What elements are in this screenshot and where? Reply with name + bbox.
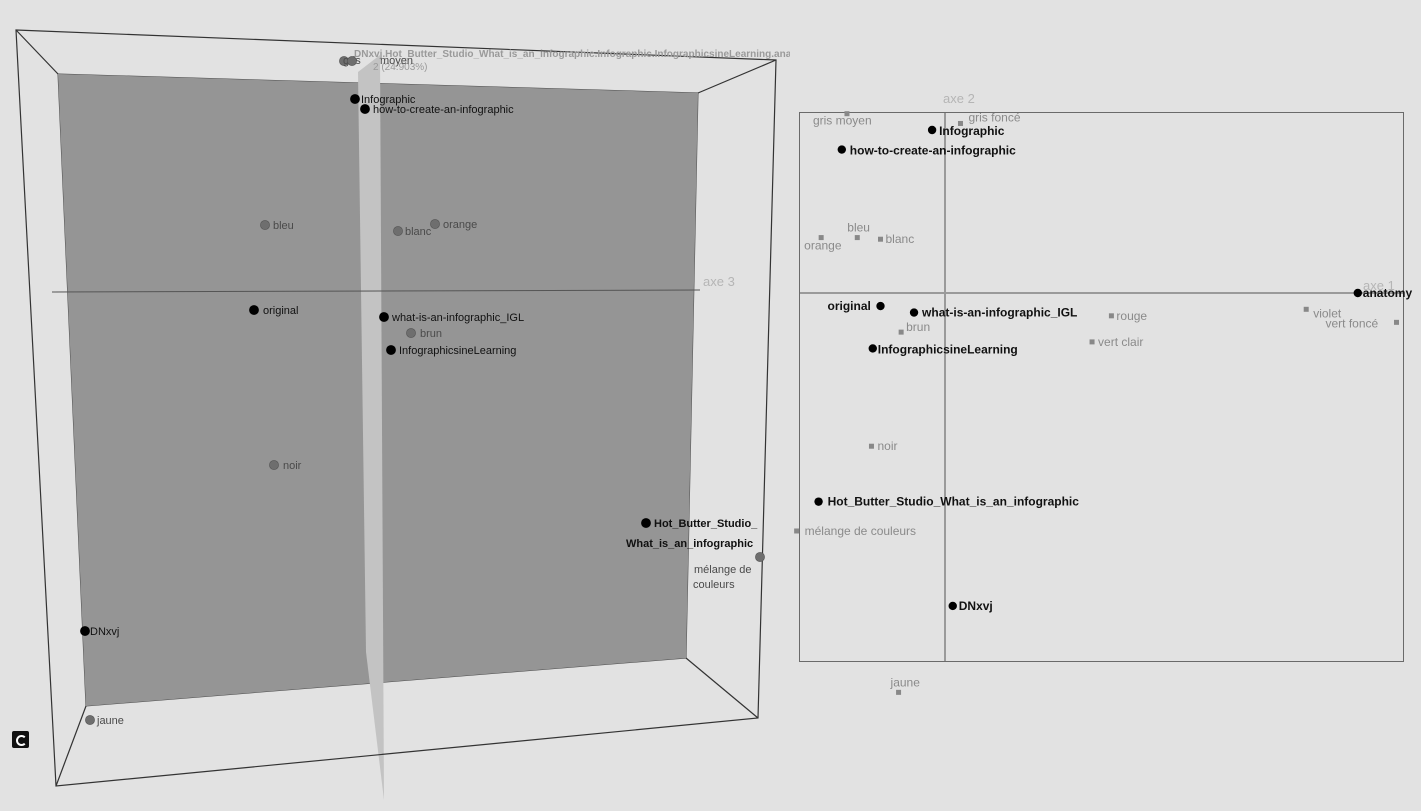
- plot-frame: [799, 112, 1404, 662]
- point-label: noir: [877, 439, 897, 453]
- clock-icon[interactable]: [12, 731, 29, 748]
- point-3d-marker: [430, 219, 440, 229]
- point-color-marker: [868, 443, 874, 449]
- point-doc-marker: [876, 301, 885, 311]
- point-3d-marker: [347, 56, 357, 66]
- point-3d-marker: [755, 552, 765, 562]
- point-label: Infographic: [939, 124, 1005, 138]
- point-3d-marker: [269, 460, 279, 470]
- point-label: DNxvj: [959, 599, 993, 613]
- point-3d-marker: [249, 305, 259, 315]
- point-3d-label: what-is-an-infographic_IGL: [391, 312, 524, 324]
- point-label: violet: [1313, 306, 1342, 320]
- point-3d-marker: [350, 94, 360, 104]
- point-3d-label: how-to-create-an-infographic: [373, 104, 514, 116]
- point-label: brun: [906, 320, 930, 334]
- point-3d-label: Hot_Butter_Studio_: [654, 518, 758, 530]
- point-3d-label: orange: [443, 219, 477, 231]
- point-label: vert foncé: [1326, 316, 1379, 330]
- axis-3-line: [51, 289, 701, 293]
- point-color-marker: [898, 329, 904, 335]
- point-label: gris moyen: [813, 114, 872, 128]
- point-label: anatomy: [1363, 286, 1413, 300]
- axis-2-percent: 2 (24.903%): [373, 62, 427, 73]
- point-doc-marker: [909, 308, 919, 317]
- points-3d: grismoyenInfographichow-to-create-an-inf…: [80, 55, 765, 727]
- point-color-marker: [1303, 306, 1309, 312]
- point-3d-label: brun: [420, 328, 442, 340]
- point-doc-marker: [837, 145, 846, 154]
- point-label: Hot_Butter_Studio_What_is_an_infographic: [828, 495, 1080, 509]
- point-3d-label: mélange de: [694, 564, 752, 576]
- point-3d-label: couleurs: [693, 579, 735, 591]
- point-color-marker: [844, 111, 850, 117]
- axis-2-label: axe 2: [943, 91, 975, 106]
- point-color-marker: [794, 528, 800, 534]
- point-label: InfographicsineLearning: [878, 342, 1018, 356]
- point-doc-marker: [948, 601, 957, 611]
- point-3d-label: blanc: [405, 226, 432, 238]
- point-3d-marker: [80, 626, 90, 636]
- point-color-marker: [1089, 339, 1095, 345]
- point-3d-label: What_is_an_infographic: [626, 538, 753, 550]
- point-3d-marker: [406, 328, 416, 338]
- point-label: vert clair: [1098, 335, 1143, 349]
- point-color-marker: [878, 236, 883, 242]
- axis-1-label: axe 1: [1363, 278, 1395, 293]
- point-label: mélange de couleurs: [805, 524, 916, 538]
- axis-3-label: axe 3: [703, 274, 735, 289]
- point-label: jaune: [890, 675, 921, 689]
- point-label: blanc: [886, 232, 915, 246]
- scatter-3d-view[interactable]: axe 3 DNxvj.Hot_Butter_Studio_What_is_an…: [0, 0, 790, 811]
- point-doc-marker: [927, 125, 937, 135]
- point-3d-marker: [393, 226, 403, 236]
- point-label: bleu: [847, 221, 870, 235]
- point-label: original: [828, 299, 871, 313]
- point-color-marker: [818, 235, 824, 241]
- point-3d-label: InfographicsineLearning: [399, 345, 516, 357]
- point-3d-marker: [360, 104, 370, 114]
- point-label: how-to-create-an-infographic: [850, 144, 1016, 158]
- point-color-marker: [957, 120, 963, 126]
- view-3d-title: DNxvj.Hot_Butter_Studio_What_is_an_infog…: [354, 49, 790, 60]
- point-doc-marker: [1353, 288, 1363, 298]
- point-color-marker: [1108, 313, 1114, 319]
- point-3d-label: original: [263, 305, 298, 317]
- points-2d: Infographic how-to-create-an-infographic a…: [794, 110, 1413, 695]
- point-3d-label: Infographic: [361, 94, 416, 106]
- point-color-marker: [1394, 319, 1399, 325]
- plane-axes-2-3: [358, 55, 384, 800]
- point-3d-label: DNxvj: [90, 626, 119, 638]
- point-color-marker: [896, 689, 902, 695]
- point-doc-marker: [814, 497, 823, 506]
- point-3d-marker: [386, 345, 396, 355]
- point-3d-marker: [379, 312, 389, 322]
- point-color-marker: [854, 235, 860, 241]
- point-doc-marker: [868, 344, 877, 353]
- point-3d-label: jaune: [96, 715, 124, 727]
- point-3d-label: noir: [283, 460, 302, 472]
- box-front: [15, 29, 777, 787]
- point-label: gris foncé: [968, 110, 1020, 124]
- point-label: what-is-an-infographic_IGL: [921, 306, 1077, 320]
- point-3d-marker: [85, 715, 95, 725]
- point-label: orange: [804, 239, 842, 253]
- point-3d-marker: [641, 518, 651, 528]
- point-3d-marker: [260, 220, 270, 230]
- point-label: rouge: [1116, 309, 1147, 323]
- point-3d-label: bleu: [273, 220, 294, 232]
- point-3d-label: moyen: [380, 55, 413, 67]
